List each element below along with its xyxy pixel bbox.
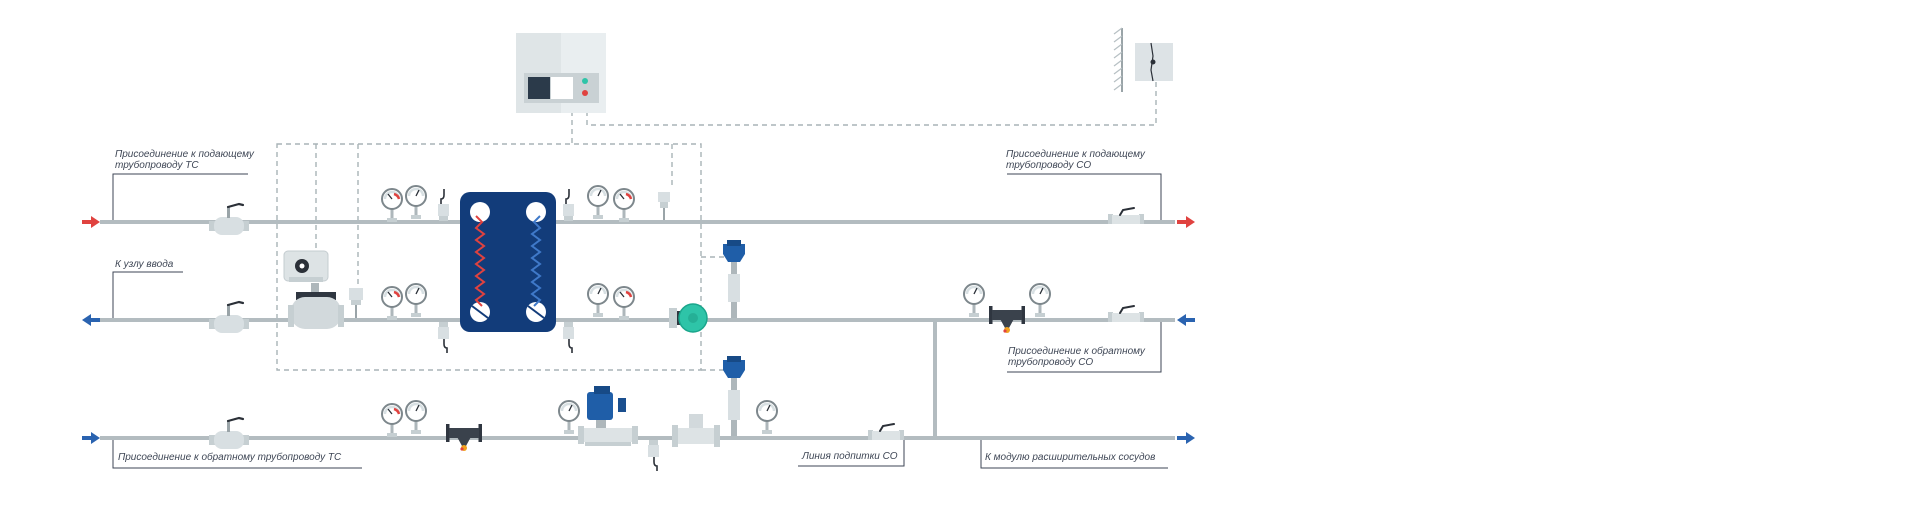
label-supply-co-line-1: Присоединение к подающему [1006,149,1145,160]
thermometer-6-icon [1028,283,1052,319]
label-makeup-line-text: Линия подпитки СО [802,451,898,462]
label-input-node: К узлу ввода [115,259,173,270]
strainer-return-co-icon [989,306,1025,333]
flow-meter-icon [578,386,638,446]
plate-heat-exchanger-icon [460,192,556,332]
pressure-gauge-4-icon [612,286,636,322]
label-return-ts-text: Присоединение к обратному трубопроводу Т… [118,452,342,463]
label-makeup-line: Линия подпитки СО [802,451,898,462]
thermometer-9-icon [755,400,779,436]
thermometer-5-icon [962,283,986,319]
arrow-in-bypass-icon [82,432,100,444]
thermometer-3-icon [404,283,428,319]
control-valve-icon[interactable] [283,250,344,329]
makeup-valve-icon [868,423,904,441]
thermometer-4-icon [586,283,610,319]
shutoff-valve-bypass-icon [209,416,249,450]
arrow-in-return-co-icon [1177,314,1195,326]
supply-temperature-probe-icon [658,192,670,220]
temperature-sensor-4-icon [562,322,575,354]
thermometer-7-icon [404,400,428,436]
pressure-gauge-1-icon [380,188,404,224]
thermometer-8-icon [557,400,581,436]
temperature-sensor-3-icon [437,322,450,354]
circulation-pump-icon[interactable] [669,303,708,333]
temperature-sensor-2-icon [562,189,575,221]
pressure-regulator-1-icon [723,240,745,318]
arrow-out-return-ts-icon [82,314,100,326]
label-return-co: Присоединение к обратному трубопроводу С… [1008,346,1145,368]
label-return-ts: Присоединение к обратному трубопроводу Т… [118,452,341,463]
outdoor-temperature-sensor-icon [1113,27,1173,92]
pipelines [100,220,1175,440]
shutoff-valve-supply-co-icon [1108,207,1144,225]
pressure-gauge-2-icon [612,188,636,224]
label-supply-co-line-2: трубопроводу СО [1006,160,1092,171]
label-return-co-line-1: Присоединение к обратному [1008,346,1145,357]
pressure-gauge-5-icon [380,403,404,439]
arrow-out-supply-co-icon [1177,216,1195,228]
label-expansion: К модулю расширительных сосудов [985,452,1155,463]
temperature-sensor-1-icon [437,189,450,221]
controller-cabinet-icon[interactable] [516,33,606,113]
label-expansion-text: К модулю расширительных сосудов [985,452,1156,463]
label-input-node-text: К узлу ввода [115,259,174,270]
pressure-regulator-2-icon [723,356,745,436]
flow-arrows [82,216,1195,444]
arrow-out-expansion-icon [1177,432,1195,444]
label-supply-co: Присоединение к подающему трубопроводу С… [1006,149,1145,171]
arrow-in-supply-ts-icon [82,216,100,228]
thermometer-2-icon [586,185,610,221]
label-supply-ts-line-2: трубопроводу ТС [115,160,199,171]
pressure-gauge-3-icon [380,286,404,322]
thermometer-1-icon [404,185,428,221]
label-supply-ts-line-1: Присоединение к подающему [115,149,254,160]
shutoff-valve-return-ts-icon [209,300,249,334]
strainer-bypass-icon [446,424,482,451]
temperature-sensor-5-icon [647,440,660,472]
control-wiring [276,65,1157,371]
return-temperature-probe-icon [349,288,363,318]
label-return-co-line-2: трубопроводу СО [1008,357,1094,368]
shutoff-valve-supply-ts-icon [209,202,249,236]
label-leaders [112,173,1168,469]
check-valve-icon [672,414,720,447]
label-supply-ts: Присоединение к подающему трубопроводу Т… [115,149,254,171]
shutoff-valve-return-co-icon [1108,305,1144,323]
